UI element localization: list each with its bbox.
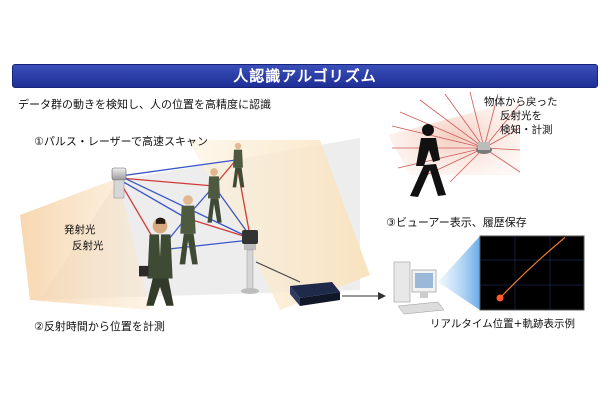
person-figure-mid	[207, 168, 222, 223]
person-figure-far	[232, 142, 245, 188]
connection-arrow	[342, 292, 386, 300]
trajectory-trail	[499, 237, 566, 299]
viewer-screen	[479, 235, 585, 311]
laser-sensor-right	[241, 230, 259, 294]
returned-light-line-3: 検知・計測	[500, 124, 553, 136]
person-silhouette	[410, 124, 446, 197]
current-position-dot	[496, 294, 504, 302]
title-banner: 人認識アルゴリズム	[12, 64, 598, 88]
scan-sensor-top	[476, 142, 492, 154]
step-view-label: ③ビューアー表示、履歴保存	[386, 216, 527, 229]
subtitle: データ群の動きを検知し、人の位置を高精度に認識	[18, 98, 271, 111]
emitted-light-label: 発射光	[64, 224, 96, 236]
reflected-light-label: 反射光	[72, 240, 104, 252]
viewer-projection-cone	[438, 236, 480, 310]
laser-sensor-left	[111, 167, 127, 199]
walking-people	[139, 142, 245, 306]
left-beam-fan	[20, 178, 150, 310]
returned-light-line-2: 反射光を	[500, 110, 542, 122]
controller-unit	[255, 261, 340, 306]
returned-light-line-1: 物体から戻った	[484, 96, 558, 108]
display-example-caption: リアルタイム位置+軌跡表示例	[430, 318, 575, 330]
step-measure-label: ②反射時間から位置を計測	[34, 320, 165, 333]
scan-area	[20, 138, 370, 310]
radial-scan-illustration	[388, 91, 521, 197]
step-scan-label: ①パルス・レーザーで高速スキャン	[34, 135, 208, 148]
pc-workstation	[393, 261, 445, 315]
person-figure-front	[139, 217, 174, 306]
person-figure-near	[179, 195, 198, 265]
radial-scan-lines	[391, 91, 521, 183]
page-title: 人認識アルゴリズム	[233, 67, 377, 85]
